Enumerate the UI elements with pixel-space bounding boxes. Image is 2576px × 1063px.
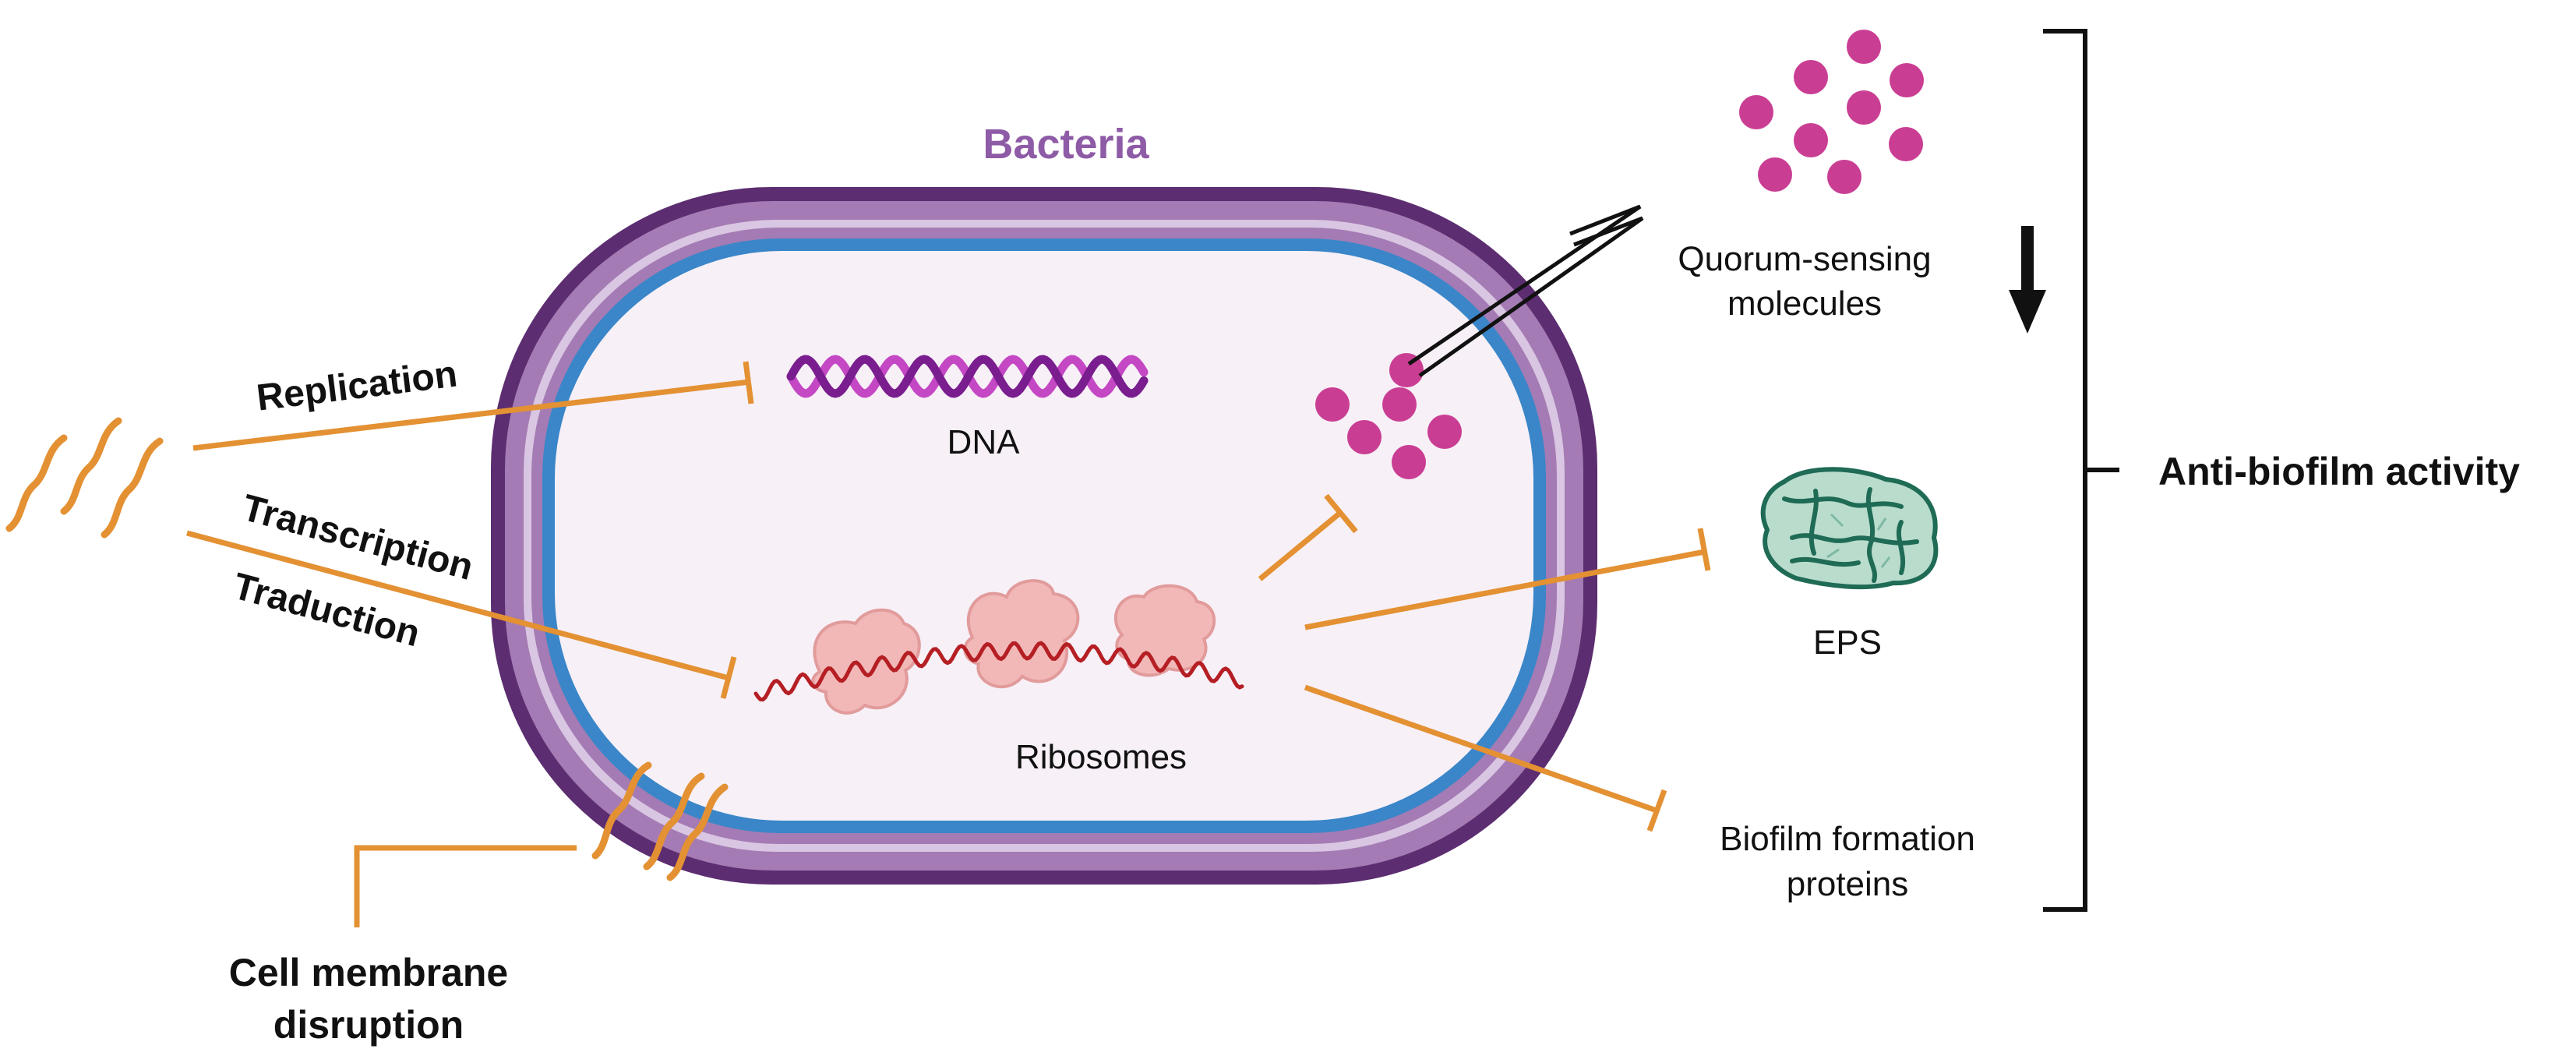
down-arrow-shaft [2021, 226, 2034, 293]
membrane-agent-wave-2 [643, 772, 705, 871]
mrna-strand [753, 641, 1244, 702]
biofilm-inhibition-line [1304, 684, 1658, 814]
molecule-dots-icon [1739, 30, 1924, 194]
inhibition-lines [186, 361, 1711, 927]
eps-label: EPS [1813, 623, 1882, 662]
quorum-label-line2: molecules [1727, 284, 1882, 323]
bacterium-cell [491, 187, 1597, 885]
down-arrow-icon [2009, 226, 2046, 334]
quorum-dot [1889, 127, 1923, 161]
quorum-dot [1758, 157, 1792, 192]
eps-matrix-icon [1760, 467, 1939, 590]
quorum-dot [1827, 160, 1861, 194]
transcription-label: Transcription [238, 487, 477, 588]
quorum-dot [1347, 420, 1382, 454]
replication-inhibition-bar [743, 361, 754, 404]
replication-inhibition-line [192, 379, 750, 451]
biofilm-inhibition-bar [1646, 789, 1667, 832]
double-helix-icon [786, 355, 1149, 398]
down-arrow-head [2009, 290, 2046, 334]
ribosome-icon [811, 579, 1216, 715]
membrane-disruption-connector [354, 845, 577, 927]
agent-wave-1 [5, 434, 68, 532]
dna-label: DNA [947, 423, 1021, 461]
quorum-dot [1427, 415, 1462, 449]
ribosome-2 [963, 579, 1080, 689]
zoom-callout-lines [1407, 204, 1644, 378]
membrane-disruption-label-line1: Cell membrane [229, 951, 508, 994]
ribosome-1 [811, 608, 921, 715]
ribosomes-label: Ribosomes [1015, 738, 1187, 776]
wavy-lines-icon [591, 761, 729, 881]
biofilm-label-line1: Biofilm formation [1720, 820, 1975, 858]
membrane-agent-wave-1 [591, 761, 652, 860]
anti-biofilm-bracket [2043, 29, 2119, 912]
membrane-agent-wave-3 [666, 783, 729, 881]
quorum-dot [1847, 90, 1881, 125]
membrane-disruption-label-line2: disruption [273, 1003, 464, 1047]
quorum-dot [1392, 445, 1426, 479]
wavy-lines-icon [5, 417, 164, 539]
cytoplasm [555, 251, 1533, 821]
quorum-dot [1890, 63, 1924, 97]
replication-label: Replication [254, 354, 459, 419]
quorum-dot [1739, 95, 1773, 129]
quorum-dot [1847, 30, 1881, 64]
quorum-dot [1382, 387, 1417, 422]
anti-biofilm-label: Anti-biofilm activity [2158, 450, 2520, 493]
translation-inhibition-line [186, 530, 729, 681]
quorum-dot [1794, 60, 1828, 94]
quorum-inhibition-bar [1324, 493, 1358, 534]
biofilm-label-line2: proteins [1787, 865, 1909, 903]
quorum-dot [1794, 123, 1828, 157]
bacteria-label: Bacteria [983, 121, 1149, 168]
agent-wave-2 [60, 417, 122, 515]
eps-blob [1760, 467, 1939, 590]
quorum-label-line1: Quorum-sensing [1678, 240, 1931, 278]
eps-inhibition-bar [1697, 528, 1711, 571]
translation-inhibition-bar [720, 656, 737, 699]
quorum-dot [1315, 387, 1350, 422]
agent-wave-3 [101, 437, 164, 539]
quorum-inhibition-line [1258, 510, 1343, 581]
eps-inhibition-line [1304, 549, 1706, 630]
traduction-label: Traduction [229, 566, 425, 655]
